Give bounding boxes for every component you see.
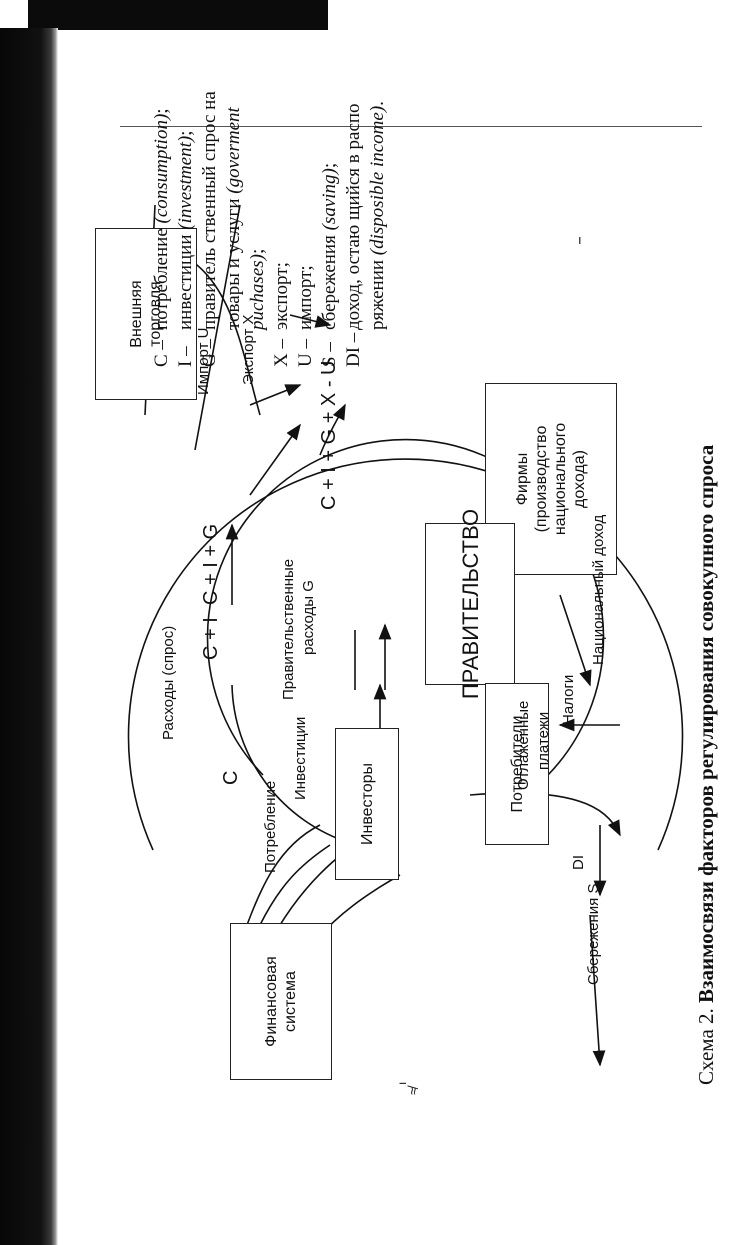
legend-text: инвестиции (investment); xyxy=(174,37,198,330)
total-arrow xyxy=(319,403,346,456)
legend-english-term: (saving) xyxy=(319,168,340,231)
figure-caption: Схема 2. Взаимосвязи факторов регулирова… xyxy=(694,445,719,1085)
scan-speck: ı xyxy=(395,1081,409,1085)
legend-punctuation: ; xyxy=(151,108,172,114)
gov-spending-arrow xyxy=(354,625,385,690)
caption-title: Взаимосвязи факторов регулирования совок… xyxy=(694,444,718,1003)
legend-row: C – потребление (consumption); xyxy=(150,37,174,367)
gov-spending-label-2: расходы G xyxy=(300,580,317,655)
outer-ring xyxy=(127,458,684,851)
legend-key: X – xyxy=(271,339,292,367)
legend-definition: потребление xyxy=(151,223,172,330)
import-arrow xyxy=(249,384,302,406)
gov-spending-label-1: Правительственные xyxy=(280,558,297,700)
legend-key: C – xyxy=(151,340,172,367)
taxes-label: Налоги xyxy=(560,674,577,725)
investors-label: Инвесторы xyxy=(358,763,376,845)
firms-label: Фирмы (производство национального дохода… xyxy=(514,422,588,536)
legend-key: S – xyxy=(319,342,340,367)
legend-english-term: (disposible income) xyxy=(367,105,388,256)
legend-row: DI –доход, остаю щийся в распо ряжении (… xyxy=(342,37,390,367)
c-formula: C xyxy=(220,770,242,785)
government-box: ПРАВИТЕЛЬСТВО xyxy=(425,509,515,699)
national-income-label: Национальный доход xyxy=(590,514,607,665)
legend-punctuation: ; xyxy=(247,248,268,255)
legend-text: доход, остаю щийся в распо ряжении (disp… xyxy=(342,37,390,330)
legend-definition: сбережения xyxy=(319,230,340,330)
scan-mark: ≉ xyxy=(405,1087,421,1095)
transfers-label-2: платежи xyxy=(535,711,552,770)
legend-definition: экспорт; xyxy=(271,262,292,330)
legend-key: U – xyxy=(295,339,316,367)
scan-dark-edge-left xyxy=(0,28,58,1245)
legend-punctuation: . xyxy=(367,101,388,106)
legend-text: потребление (consumption); xyxy=(150,37,174,330)
investors-box: Инвесторы xyxy=(335,728,399,880)
scan-dark-edge-top xyxy=(28,0,328,30)
legend-punctuation: ; xyxy=(319,162,340,169)
scan-speck: ı xyxy=(578,232,582,247)
legend-row: S – сбережения (saving); xyxy=(318,37,342,367)
savings-arrow xyxy=(589,914,606,1067)
investments-label: Инвестиции xyxy=(292,716,309,800)
legend-english-term: (investment) xyxy=(175,135,196,230)
legend-row: X – экспорт; xyxy=(270,37,294,367)
spending-label: Расходы (спрос) xyxy=(160,625,177,740)
legend-definition: импорт; xyxy=(295,265,316,330)
legend: C –потребление (consumption);I –инвестиц… xyxy=(150,37,390,367)
page-top-rule xyxy=(120,126,702,127)
legend-definition: инвестиции xyxy=(175,229,196,330)
legend-key: I – xyxy=(175,346,196,367)
legend-english-term: (consumption) xyxy=(151,113,172,224)
financial-system-box: Финансовая система xyxy=(230,923,332,1080)
total-demand-formula: C + I + G + X - U xyxy=(318,360,340,511)
caption-prefix: Схема 2. xyxy=(694,1008,718,1085)
legend-key: DI – xyxy=(343,332,364,367)
legend-row: G – правитель ственный спрос на товары и … xyxy=(198,37,270,367)
inner-ring xyxy=(206,438,605,776)
legend-row: I – инвестиции (investment); xyxy=(174,37,198,367)
consumption-label: Потребление xyxy=(262,780,279,873)
legend-text: сбережения (saving); xyxy=(318,37,342,330)
legend-text: импорт; xyxy=(294,37,318,330)
legend-punctuation: ; xyxy=(175,130,196,136)
savings-label: Сбережения S xyxy=(585,883,602,985)
legend-text: правитель ственный спрос на товары и усл… xyxy=(198,37,270,330)
export-arrow xyxy=(289,314,332,328)
consumption-arc xyxy=(231,684,351,844)
transfers-label-1: Отлаженные xyxy=(515,700,532,790)
ci-formula: C + I xyxy=(200,617,222,660)
government-label: ПРАВИТЕЛЬСТВО xyxy=(457,508,483,700)
legend-key: G – xyxy=(199,339,220,367)
legend-text: экспорт; xyxy=(270,37,294,330)
cig-arrow xyxy=(249,423,301,496)
legend-row: U – импорт; xyxy=(294,37,318,367)
di-label: DI xyxy=(570,855,587,870)
national-income-arrow xyxy=(559,594,592,687)
financial-system-label: Финансовая система xyxy=(263,956,299,1047)
cig-formula: C + I + G xyxy=(200,523,222,605)
